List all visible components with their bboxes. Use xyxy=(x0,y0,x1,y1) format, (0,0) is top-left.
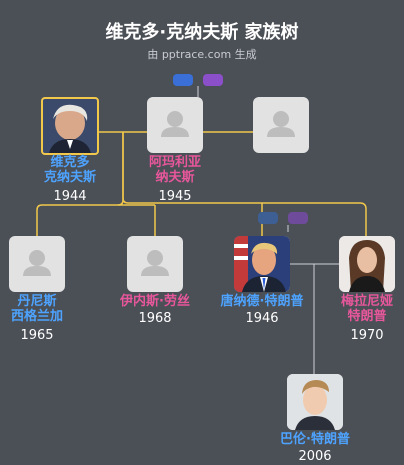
person-year-daniel: 1965 xyxy=(20,328,54,343)
portrait-photo-icon xyxy=(287,374,343,430)
person-card-barron[interactable] xyxy=(287,374,343,430)
person-name-amalia: 阿玛利亚 纳夫斯 xyxy=(120,155,230,185)
person-year-ines: 1968 xyxy=(138,311,172,326)
connector-right-branch xyxy=(122,132,367,236)
person-card-daniel[interactable] xyxy=(9,236,65,292)
name-line-1: 阿玛利亚 xyxy=(148,155,201,170)
portrait-photo-icon xyxy=(234,236,290,292)
name-line-1: 梅拉尼娅 xyxy=(340,294,393,309)
name-line-2: 克纳夫斯 xyxy=(43,170,96,185)
name-line-1: 丹尼斯 xyxy=(17,294,57,309)
page-subtitle: 由 pptrace.com 生成 xyxy=(147,48,257,61)
person-card-unknown[interactable] xyxy=(253,97,309,153)
placeholder-person-icon xyxy=(161,111,189,137)
name-line-1: 唐纳德·特朗普 xyxy=(220,294,304,309)
person-year-amalia: 1945 xyxy=(158,189,192,204)
person-card-victor[interactable] xyxy=(41,97,99,155)
name-line-2: 特朗普 xyxy=(347,309,387,324)
person-year-barron: 2006 xyxy=(298,449,332,464)
page-title: 维克多·克纳夫斯 家族树 xyxy=(105,22,299,43)
person-card-amalia[interactable] xyxy=(147,97,203,153)
person-name-barron: 巴伦·特朗普 xyxy=(260,432,370,447)
name-line-2: 西格兰加 xyxy=(10,309,63,324)
person-name-victor: 维克多 克纳夫斯 xyxy=(15,155,125,185)
toggle-blue-top[interactable] xyxy=(173,74,193,86)
toggle-purple-top[interactable] xyxy=(203,74,223,86)
person-year-victor: 1944 xyxy=(53,189,87,204)
person-card-ines[interactable] xyxy=(127,236,183,292)
person-year-donald: 1946 xyxy=(245,311,279,326)
portrait-photo-icon xyxy=(43,99,97,153)
toggle-purple-bottom[interactable] xyxy=(288,212,308,224)
portrait-photo-icon xyxy=(339,236,395,292)
person-name-donald: 唐纳德·特朗普 xyxy=(207,294,317,309)
name-line-1: 维克多 xyxy=(50,155,90,170)
connector-victor-children xyxy=(36,132,124,236)
name-line-1: 伊内斯·劳丝 xyxy=(120,294,190,309)
name-line-1: 巴伦·特朗普 xyxy=(280,432,350,447)
person-card-melania[interactable] xyxy=(339,236,395,292)
person-year-melania: 1970 xyxy=(350,328,384,343)
person-name-ines: 伊内斯·劳丝 xyxy=(100,294,210,309)
toggle-blue-bottom[interactable] xyxy=(258,212,278,224)
placeholder-person-icon xyxy=(267,111,295,137)
person-name-daniel: 丹尼斯 西格兰加 xyxy=(0,294,92,324)
person-card-donald[interactable] xyxy=(234,236,290,292)
placeholder-person-icon xyxy=(23,250,51,276)
name-line-2: 纳夫斯 xyxy=(155,170,195,185)
person-name-melania: 梅拉尼娅 特朗普 xyxy=(312,294,404,324)
placeholder-person-icon xyxy=(141,250,169,276)
